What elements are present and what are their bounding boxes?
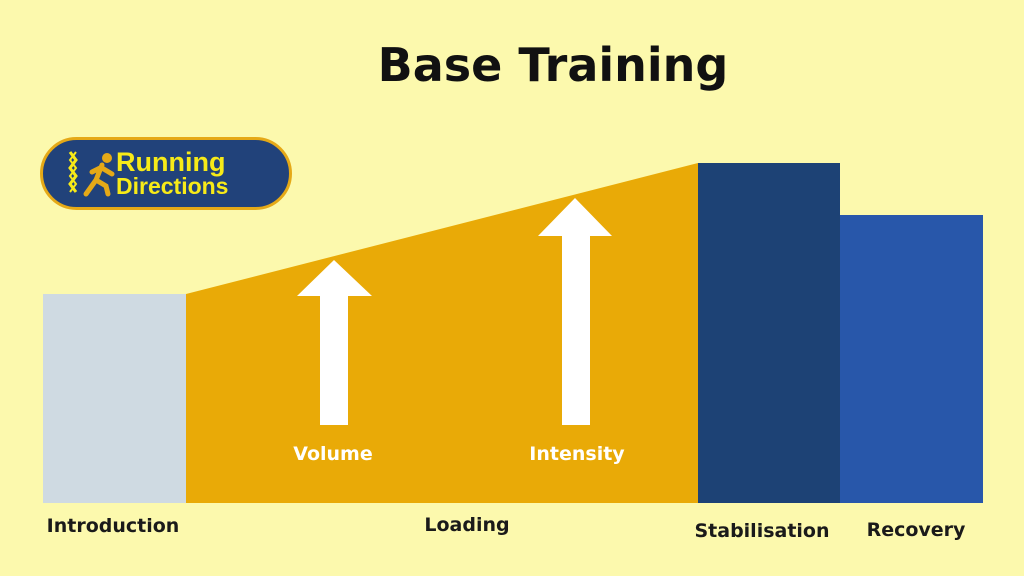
running-directions-logo (40, 137, 292, 210)
volume-label: Volume (293, 443, 373, 465)
recovery-label: Recovery (866, 519, 966, 541)
volume-arrow-icon (297, 260, 372, 425)
intensity-label: Intensity (529, 443, 625, 465)
logo-line2: Directions (116, 173, 229, 199)
stabilisation-block (698, 163, 840, 503)
introduction-block (43, 294, 186, 503)
intensity-arrow-icon (538, 198, 612, 425)
stabilisation-label: Stabilisation (694, 520, 830, 542)
runner-logo-icon (68, 151, 115, 197)
logo-text: Running Directions (116, 147, 229, 199)
page-title: Base Training (377, 38, 729, 92)
recovery-block (840, 215, 983, 503)
introduction-label: Introduction (46, 515, 180, 537)
loading-label: Loading (424, 514, 510, 536)
logo-line1: Running (116, 147, 226, 177)
